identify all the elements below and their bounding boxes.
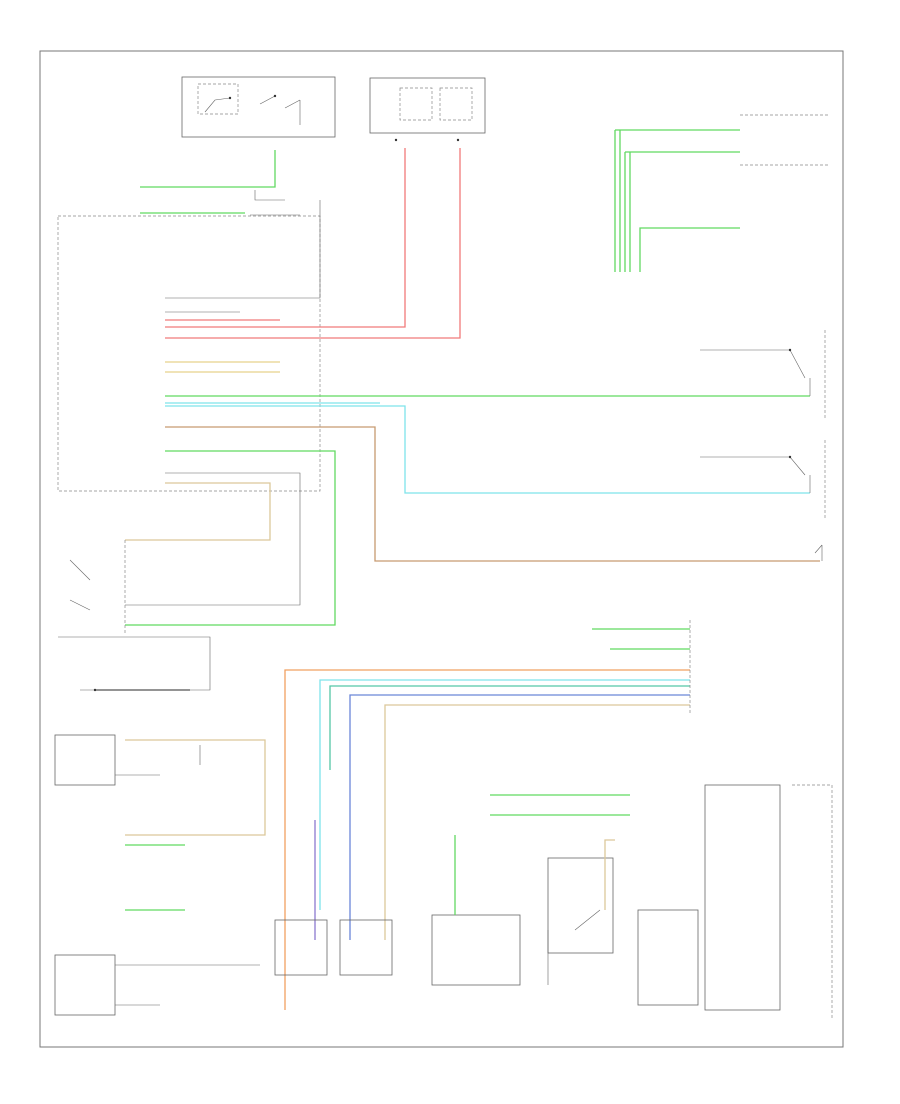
wire-brown-long — [165, 426, 820, 562]
connector-left-mid — [58, 540, 211, 692]
switch-left-lower-2 — [54, 954, 260, 1016]
wire-red-2 — [165, 148, 461, 339]
switch-right-upper — [700, 330, 826, 420]
wire-lightblue-long — [165, 405, 810, 494]
wire-tan-loop — [125, 482, 271, 541]
control-module-outline — [57, 215, 321, 492]
fuse-relay-box-left — [181, 76, 336, 138]
switch-right-middle — [700, 440, 826, 520]
wire-red-1 — [165, 148, 406, 328]
switch-left-lower-1 — [54, 734, 266, 911]
switch-right-lower — [814, 544, 823, 561]
wire-green-top-1 — [140, 150, 276, 188]
module-bottom-components — [274, 784, 833, 1020]
diagram-frame — [39, 50, 844, 1048]
fuse-relay-box-right — [369, 77, 486, 142]
wire-green-loop — [125, 450, 336, 626]
connector-top-right — [614, 114, 830, 272]
connector-middle-right — [284, 620, 691, 1010]
